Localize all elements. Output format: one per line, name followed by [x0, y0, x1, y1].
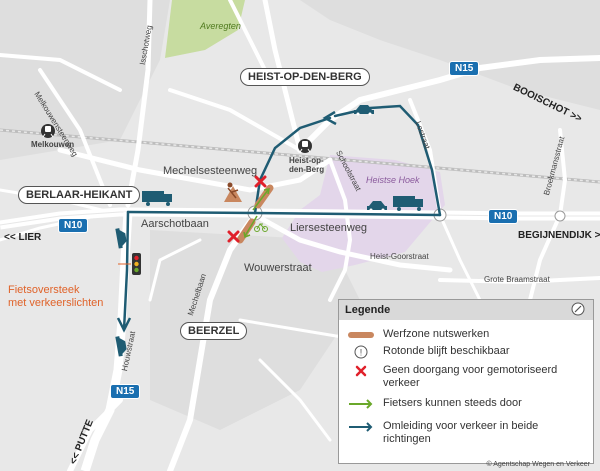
label-station-melkouwen: Melkouwen [31, 140, 75, 149]
detour-arrow [116, 317, 132, 333]
label-mechelsesteenweg: Mechelsesteenweg [163, 165, 258, 177]
legend: Legende Werfzone nutswerken ! Rotonde bl… [338, 299, 594, 464]
legend-title: Legende [345, 304, 391, 316]
label-averegten: Averegten [200, 21, 241, 31]
road-badge-n10-left: N10 [58, 218, 89, 233]
roundabout [554, 210, 566, 222]
no-access-cross [227, 175, 267, 243]
legend-roundabout-text: Rotonde blijft beschikbaar [383, 345, 510, 357]
legend-row-cyclists: Fietsers kunnen steeds door [339, 397, 583, 411]
land-patch [0, 0, 170, 160]
roundabout-icon [571, 302, 585, 319]
green-area [165, 0, 245, 58]
legend-cyclists-text: Fietsers kunnen steeds door [383, 397, 522, 409]
legend-no-access-text: Geen doorgang voor gemotoriseerd verkeer [383, 364, 558, 389]
legend-row-worksite: Werfzone nutswerken [339, 328, 583, 342]
legend-header: Legende [339, 300, 593, 320]
land-patch [150, 230, 360, 430]
arrow-icon [339, 397, 383, 411]
car-icon [115, 228, 127, 249]
direction-begijnendijk: BEGIJNENDIJK >> [518, 230, 600, 241]
car-icon [367, 201, 387, 212]
car-icon [115, 336, 127, 357]
legend-row-no-access: Geen doorgang voor gemotoriseerd verkeer [339, 364, 563, 390]
label-heistse-hoek: Heistse Hoek [366, 175, 420, 185]
road-badge-n15-top: N15 [449, 61, 480, 76]
legend-row-detour: Omleiding voor verkeer in beide richting… [339, 420, 563, 446]
worksite-icon [339, 328, 383, 342]
truck-icon [142, 191, 172, 206]
railway [0, 129, 600, 183]
n15-road [80, 211, 133, 471]
cyclist-arrow [252, 189, 269, 211]
label-aarschotbaan: Aarschotbaan [141, 218, 209, 230]
credit: © Agentschap Wegen en Verkeer [486, 461, 591, 468]
label-station-heist-line1: Heist-op- [289, 156, 324, 165]
legend-detour-text: Omleiding voor verkeer in beide richting… [383, 420, 539, 445]
road-badge-n15-bottom: N15 [110, 384, 141, 399]
legend-worksite-text: Werfzone nutswerken [383, 328, 490, 340]
traffic-light-icon [132, 253, 141, 275]
road-badge-n10-right: N10 [488, 209, 519, 224]
label-grote-braamstraat: Grote Braamstraat [484, 275, 550, 284]
car-icon [354, 105, 374, 116]
annotation-line1: Fietsoversteek [8, 284, 80, 296]
detour-arrow [322, 110, 337, 126]
truck-icon [393, 196, 423, 211]
roadwork-icon [224, 182, 242, 202]
land-patch [300, 0, 600, 110]
label-wouwerstraat: Wouwerstraat [244, 262, 312, 274]
bicycle-icon [254, 223, 268, 232]
worksite-bar [236, 218, 256, 244]
cross-icon [339, 364, 383, 378]
info-icon: ! [339, 345, 383, 359]
cyclist-arrow [244, 215, 258, 237]
svg-text:!: ! [360, 348, 363, 358]
train-station-icon [298, 139, 312, 153]
annotation-line2: met verkeerslichten [8, 297, 104, 309]
town-beerzel: BEERZEL [180, 322, 248, 340]
town-heist: HEIST-OP-DEN-BERG [240, 68, 370, 86]
train-station-icon [41, 124, 55, 138]
direction-lier: << LIER [4, 232, 42, 243]
legend-row-roundabout: ! Rotonde blijft beschikbaar [339, 345, 583, 359]
town-berlaar: BERLAAR-HEIKANT [18, 186, 141, 204]
label-heist-goorstraat: Heist-Goorstraat [370, 252, 429, 261]
label-liersesteenweg: Liersesteenweg [290, 222, 368, 234]
label-station-heist-line2: den-Berg [289, 165, 325, 174]
arrow-icon [339, 420, 383, 434]
